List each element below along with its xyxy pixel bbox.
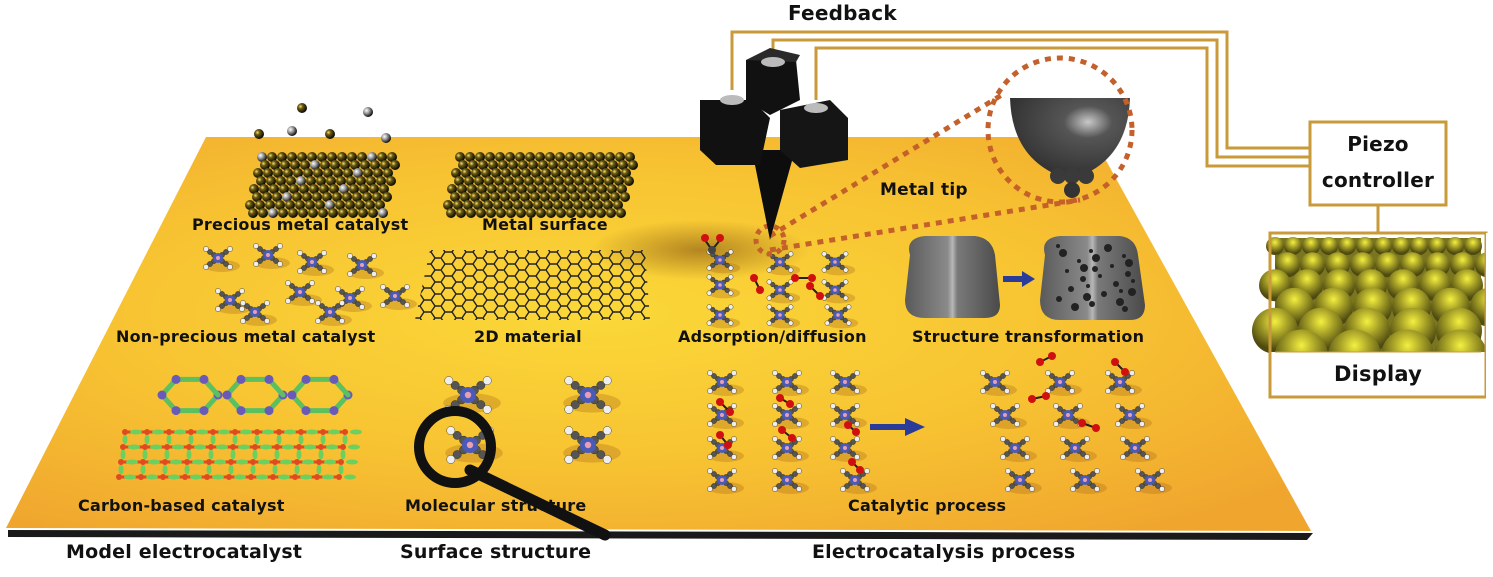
process-arrow-icon	[870, 418, 925, 436]
piezo-controller-box	[1308, 120, 1448, 207]
label-molecular-structure: Molecular structure	[405, 496, 587, 515]
metal-surface-image	[443, 152, 638, 218]
category-electrocatalysis-process: Electrocatalysis process	[812, 541, 1076, 563]
wire-2	[771, 38, 1310, 159]
wire-1	[730, 30, 1310, 150]
stm-scanner-icon	[700, 48, 848, 240]
structure-transformation-image	[905, 236, 1145, 320]
magnifier-icon	[414, 406, 611, 541]
piezo-label: Piezo	[1347, 132, 1409, 156]
controller-label: controller	[1321, 168, 1435, 192]
label-2d-material: 2D material	[474, 327, 582, 346]
carbon-based-catalyst-image	[116, 374, 362, 480]
label-carbon-based-catalyst: Carbon-based catalyst	[78, 496, 285, 515]
molecule-clusters	[203, 234, 1172, 494]
category-surface-structure: Surface structure	[400, 541, 592, 563]
feedback-label: Feedback	[788, 1, 897, 25]
label-metal-surface: Metal surface	[482, 215, 608, 234]
label-non-precious-metal-catalyst: Non-precious metal catalyst	[116, 327, 376, 346]
two-d-material-image	[415, 250, 650, 320]
category-model-electrocatalyst: Model electrocatalyst	[66, 541, 303, 563]
feedback-wires	[730, 30, 1380, 233]
metal-tip-zoom-icon	[753, 55, 1135, 257]
plate-edge	[8, 530, 1313, 540]
arrow-icon	[1003, 271, 1035, 287]
wire-3	[814, 46, 1310, 168]
floating-atoms	[254, 103, 391, 143]
label-precious-metal-catalyst: Precious metal catalyst	[192, 215, 409, 234]
label-structure-transformation: Structure transformation	[912, 327, 1145, 346]
display-label: Display	[1334, 362, 1422, 386]
precious-metal-catalyst-image	[245, 152, 400, 218]
label-adsorption-diffusion: Adsorption/diffusion	[678, 327, 867, 346]
display-box	[1252, 231, 1493, 399]
label-metal-tip: Metal tip	[880, 180, 968, 200]
label-catalytic-process: Catalytic process	[848, 496, 1007, 515]
